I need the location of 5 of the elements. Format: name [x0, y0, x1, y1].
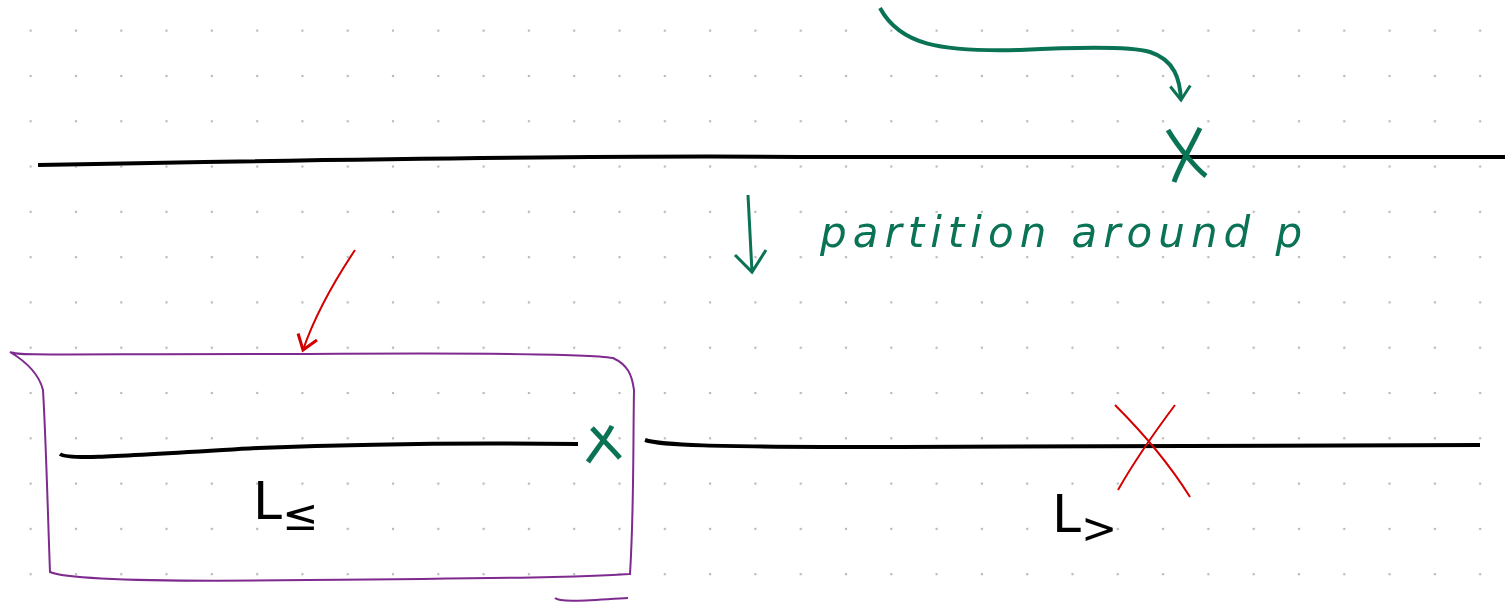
- annotation-text: partition around p: [820, 212, 1309, 254]
- arrow: [296, 249, 356, 352]
- set-label: L$_{>}$: [1052, 488, 1118, 551]
- set-label: L$_{≤}$: [253, 475, 319, 538]
- arrow: [878, 6, 1192, 102]
